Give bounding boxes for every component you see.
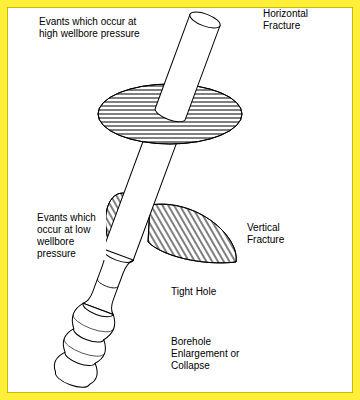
pressure-note: Evants which occur at high wellbore pres… [38, 16, 152, 40]
fracture-label: Vertical Fracture [246, 222, 314, 246]
fracture-label: Horizontal Fracture [262, 8, 336, 32]
fracture-hatching [148, 204, 236, 263]
feature-label: Tight Hole [170, 286, 252, 298]
vertical-fracture-lobe [148, 204, 236, 263]
feature-label: Borehole Enlargement or Collapse [170, 336, 258, 372]
pressure-note: Evants which occur at low wellbore press… [36, 212, 106, 260]
borehole [49, 7, 227, 393]
